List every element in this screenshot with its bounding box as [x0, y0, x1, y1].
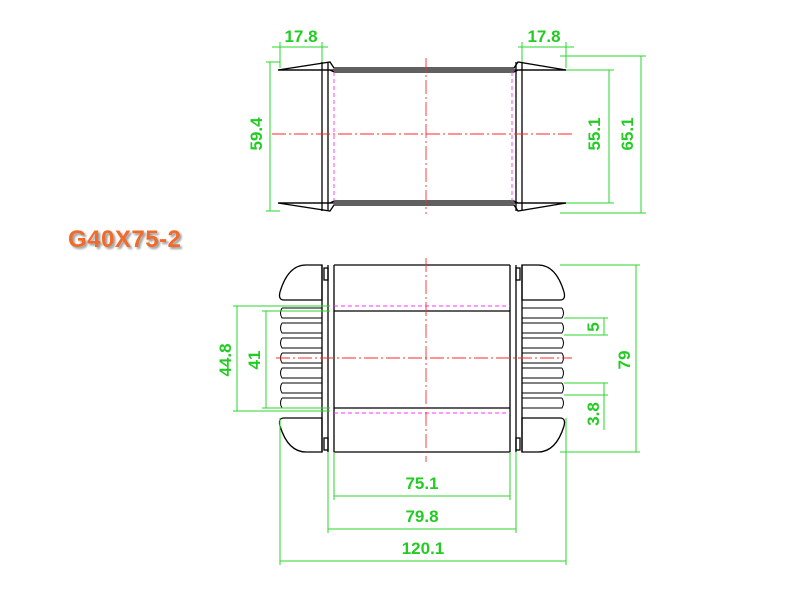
- dim-width-inner: 75.1: [405, 474, 438, 493]
- dim-front-slot-width: 3.8: [584, 402, 603, 426]
- dim-top-height-outer: 65.1: [618, 117, 637, 150]
- part-title: G40X75-2: [68, 226, 182, 253]
- dim-front-total-height: 79: [615, 351, 634, 370]
- dim-top-height-left: 59.4: [247, 117, 266, 151]
- dim-top-right-flange: 17.8: [527, 27, 560, 46]
- dim-width-overall: 120.1: [402, 539, 445, 558]
- dim-width-mid: 79.8: [405, 507, 438, 526]
- top-dimensions: 17.8 17.8 59.4 55.1 65.1: [247, 27, 646, 214]
- top-view: [272, 58, 572, 214]
- dim-top-left-flange: 17.8: [284, 27, 317, 46]
- front-dimensions: 44.8 41 5 3.8 79 75.1 79.8 120.1: [216, 264, 640, 565]
- dim-front-slot-pitch: 5: [584, 322, 603, 331]
- dim-top-height-inner: 55.1: [585, 117, 604, 150]
- dim-front-left-outer: 44.8: [216, 343, 235, 376]
- dim-front-left-inner: 41: [245, 351, 264, 370]
- front-view: [276, 258, 572, 462]
